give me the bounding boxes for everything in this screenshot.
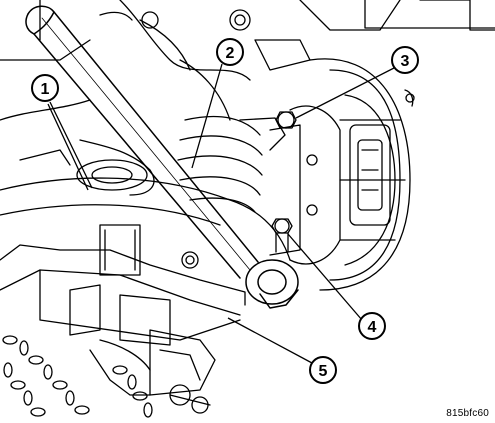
spring-strut-area (177, 115, 286, 213)
callout-2-number: 2 (226, 45, 235, 62)
callout-3-number: 3 (401, 53, 410, 70)
callout-3: 3 (295, 46, 419, 119)
callout-2: 2 (191, 38, 244, 169)
support-jack (0, 224, 246, 414)
callout-1-number: 1 (41, 81, 50, 98)
vehicle-body-structure (0, 0, 495, 121)
callout-5-number: 5 (319, 363, 328, 380)
safety-chain (2, 335, 153, 418)
figure-id-label: 815bfc60 (446, 408, 489, 419)
upper-mounting-nut (275, 111, 297, 129)
upper-link-arm (25, 5, 299, 309)
callout-1: 1 (31, 74, 93, 191)
lower-mounting-bolt (271, 218, 293, 253)
brake-rotor-assembly (269, 58, 415, 291)
callout-4-number: 4 (368, 319, 377, 336)
lower-control-arm (0, 139, 291, 261)
callout-4: 4 (287, 233, 386, 340)
callout-5: 5 (227, 317, 337, 384)
